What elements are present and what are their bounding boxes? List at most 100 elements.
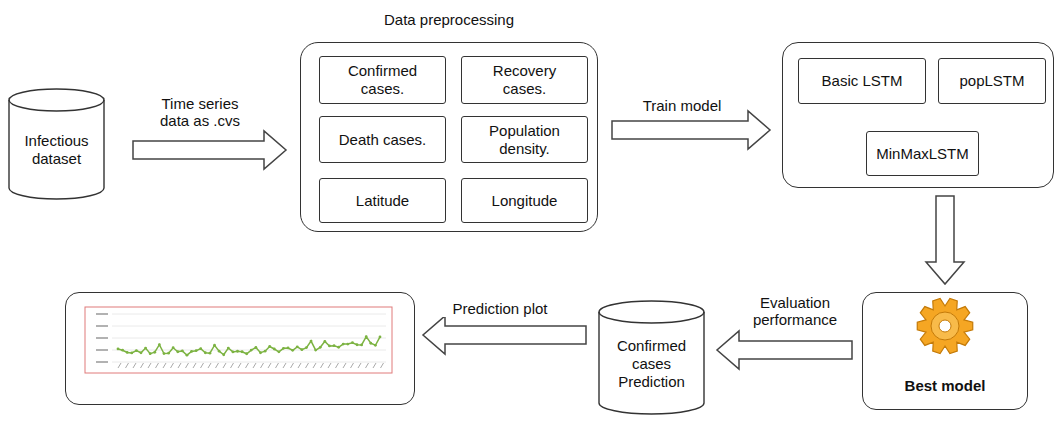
block-arrow xyxy=(423,316,586,354)
axis-tick-mark xyxy=(201,363,204,368)
series-point xyxy=(241,350,244,353)
series-point xyxy=(300,348,303,351)
axis-tick-mark xyxy=(156,363,159,368)
axis-tick-mark xyxy=(261,363,264,368)
series-point xyxy=(264,350,267,353)
axis-tick-mark xyxy=(321,363,324,368)
axis-tick-mark xyxy=(141,363,144,368)
series-point xyxy=(121,349,124,352)
feature-box: Confirmed cases. xyxy=(319,56,446,104)
series-point xyxy=(323,340,326,343)
series-point xyxy=(282,347,285,350)
dataset-cylinder: Infectious dataset xyxy=(8,88,105,200)
grid-line xyxy=(112,326,386,327)
grid-line xyxy=(112,314,386,315)
plot-box xyxy=(65,292,415,405)
block-arrow xyxy=(926,196,964,284)
edge-label: Evaluation performance xyxy=(745,294,845,329)
chart-line xyxy=(117,335,382,356)
model-box: MinMaxLSTM xyxy=(866,131,979,176)
series-point xyxy=(199,347,202,350)
gear-shape xyxy=(917,298,972,353)
chart-frame xyxy=(85,307,392,373)
node-label: popLSTM xyxy=(959,72,1024,90)
series-point xyxy=(236,350,239,353)
cylinder-rim xyxy=(9,100,104,111)
model-box: Basic LSTM xyxy=(798,58,926,104)
axis-tick-mark xyxy=(328,363,331,368)
axis-tick-mark xyxy=(118,363,121,368)
series-point xyxy=(117,348,120,351)
node-label: Confirmed cases. xyxy=(328,62,437,98)
series-point xyxy=(153,351,156,354)
series-point xyxy=(374,344,377,347)
grid-line xyxy=(112,338,386,339)
gear-hole xyxy=(939,320,951,332)
block-arrow xyxy=(717,331,852,369)
feature-box: Death cases. xyxy=(319,116,446,163)
axis-tick-mark xyxy=(268,363,271,368)
series-point xyxy=(204,351,207,354)
axis-tick-mark xyxy=(343,363,346,368)
series-point xyxy=(379,336,382,339)
feature-box: Population density. xyxy=(461,116,588,163)
axis-tick-mark xyxy=(96,313,108,315)
axis-tick-mark xyxy=(171,363,174,368)
axis-tick-mark xyxy=(216,363,219,368)
model-box: popLSTM xyxy=(938,58,1046,104)
series-point xyxy=(342,343,345,346)
edge-label: Time series data as .cvs xyxy=(150,95,250,130)
prediction-cylinder: Confirmed cases Prediction xyxy=(598,300,705,415)
series-point xyxy=(328,345,331,348)
series-point xyxy=(149,352,152,355)
series-point xyxy=(190,350,193,353)
series-point xyxy=(333,344,336,347)
series-point xyxy=(310,340,313,343)
series-point xyxy=(167,352,170,355)
series-point xyxy=(213,344,216,347)
series-point xyxy=(360,344,363,347)
gear-icon xyxy=(917,298,972,353)
axis-tick-mark xyxy=(148,363,151,368)
axis-tick-mark xyxy=(283,363,286,368)
node-label: Longitude xyxy=(492,192,558,210)
axis-tick-mark xyxy=(163,363,166,368)
series-point xyxy=(305,346,308,349)
cylinder-body xyxy=(599,301,704,414)
grid-line xyxy=(112,350,386,351)
edge-label: Train model xyxy=(632,97,732,114)
series-point xyxy=(287,347,290,350)
series-point xyxy=(259,351,262,354)
series-point xyxy=(222,353,225,356)
block-arrow xyxy=(612,111,770,149)
axis-tick-mark xyxy=(178,363,181,368)
series-point xyxy=(296,345,299,348)
series-point xyxy=(250,349,253,352)
series-point xyxy=(319,346,322,349)
axis-tick-mark xyxy=(253,363,256,368)
series-point xyxy=(126,351,129,354)
series-line xyxy=(118,337,380,356)
cylinder-body xyxy=(9,89,104,199)
axis-tick-mark xyxy=(373,363,376,368)
node-label: Confirmed cases Prediction xyxy=(605,337,698,391)
series-point xyxy=(195,349,198,352)
series-point xyxy=(181,349,184,352)
series-point xyxy=(291,349,294,352)
chart-grid xyxy=(96,314,386,368)
node-label: MinMaxLSTM xyxy=(876,145,969,163)
grid-line xyxy=(112,362,386,363)
series-point xyxy=(130,352,133,355)
axis-tick-mark xyxy=(208,363,211,368)
axis-tick-mark xyxy=(223,363,226,368)
axis-tick-mark xyxy=(366,363,369,368)
node-label: Population density. xyxy=(470,122,579,158)
node-label: Infectious dataset xyxy=(15,132,98,168)
series-point xyxy=(186,354,189,357)
axis-tick-mark xyxy=(351,363,354,368)
series-point xyxy=(144,347,147,350)
axis-tick-mark xyxy=(96,349,108,351)
best-model-box: Best model xyxy=(862,292,1028,410)
series-point xyxy=(140,351,143,354)
series-point xyxy=(176,350,179,353)
